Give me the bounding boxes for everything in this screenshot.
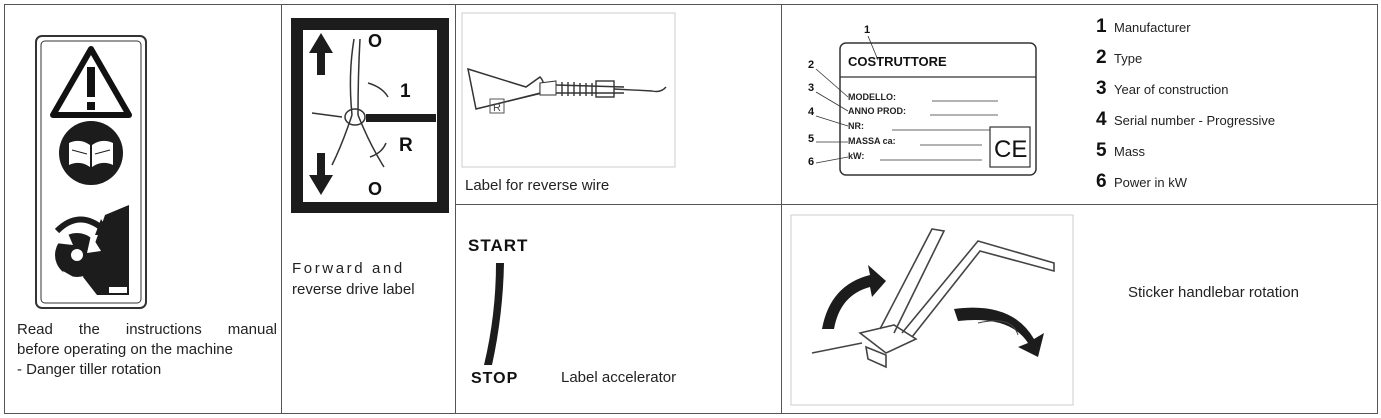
legend-number: 1 bbox=[1096, 16, 1107, 37]
arrow-up-icon bbox=[309, 33, 333, 75]
plate-title: COSTRUTTORE bbox=[848, 54, 947, 69]
reverse-wire-cell: R Label for reverse wire bbox=[456, 5, 781, 204]
plate-field-power: kW: bbox=[848, 151, 864, 161]
table-border-bottom bbox=[4, 413, 1378, 414]
legend-item: 6 Power in kW bbox=[1096, 171, 1376, 202]
accelerator-caption: Label accelerator bbox=[561, 369, 676, 386]
plate-legend: 1 Manufacturer 2 Type 3 Year of construc… bbox=[1096, 16, 1376, 202]
arrow-down-icon bbox=[309, 153, 333, 195]
legend-item: 2 Type bbox=[1096, 47, 1376, 78]
rotation-arrow-left-icon bbox=[822, 265, 886, 329]
plate-callout-lines bbox=[815, 35, 879, 164]
reverse-wire-image: R bbox=[461, 12, 676, 168]
column-divider-3 bbox=[781, 4, 782, 414]
drive-label-image: O 1 R O Forward and reverse drive label bbox=[291, 18, 449, 298]
safety-caption-line-1: Read the instructions manual bbox=[17, 321, 277, 338]
drive-label-forward: 1 bbox=[400, 81, 411, 102]
drive-label-bottom: O bbox=[368, 179, 382, 199]
identification-plate-image: COSTRUTTORE MODELLO: ANNO PROD: NR: MASS… bbox=[808, 24, 1037, 176]
plate-callout-3: 3 bbox=[808, 82, 814, 94]
drive-label-cell: O 1 R O Forward and reverse drive label bbox=[282, 5, 455, 413]
safety-caption-line-3: - Danger tiller rotation bbox=[17, 361, 162, 378]
drive-label-top: O bbox=[368, 31, 382, 51]
plate-field-mass: MASSA ca: bbox=[848, 136, 896, 146]
identification-plate-cell: COSTRUTTORE MODELLO: ANNO PROD: NR: MASS… bbox=[782, 5, 1082, 204]
plate-field-year: ANNO PROD: bbox=[848, 106, 906, 116]
accelerator-cell: START STOP Label accelerator bbox=[456, 205, 781, 413]
legend-text: Mass bbox=[1114, 144, 1146, 159]
drive-caption-line-1: Forward and bbox=[292, 260, 405, 277]
legend-item: 5 Mass bbox=[1096, 140, 1376, 171]
drive-caption-line-2: reverse drive label bbox=[292, 281, 415, 298]
handlebar-rotation-cell: Sticker handlebar rotation bbox=[782, 205, 1377, 413]
accelerator-stop-label: STOP bbox=[471, 370, 518, 387]
row-divider bbox=[455, 204, 1378, 205]
handlebar-icon bbox=[811, 228, 1055, 369]
plate-callout-5: 5 bbox=[808, 133, 814, 145]
table-border-left bbox=[4, 4, 5, 414]
handlebar-caption: Sticker handlebar rotation bbox=[1128, 284, 1299, 301]
plate-field-lines bbox=[880, 100, 998, 161]
safety-caption-line-2: before operating on the machine bbox=[17, 341, 233, 358]
legend-item: 1 Manufacturer bbox=[1096, 16, 1376, 47]
plate-callout-2: 2 bbox=[808, 59, 814, 71]
warning-triangle-icon bbox=[50, 46, 132, 118]
accelerator-image: START STOP Label accelerator bbox=[468, 236, 676, 387]
drive-label-reverse: R bbox=[399, 135, 413, 156]
column-divider-2 bbox=[455, 4, 456, 414]
legend-number: 3 bbox=[1096, 78, 1107, 99]
legend-text: Type bbox=[1114, 51, 1143, 66]
plate-callout-1: 1 bbox=[864, 24, 870, 36]
safety-sticker-cell: Read the instructions manual before oper… bbox=[5, 5, 281, 413]
tiller-rotation-icon bbox=[54, 205, 129, 295]
legend-text: Manufacturer bbox=[1114, 20, 1191, 35]
legend-text: Year of construction bbox=[1114, 82, 1229, 97]
legend-text: Power in kW bbox=[1114, 175, 1187, 190]
reverse-wire-caption: Label for reverse wire bbox=[465, 177, 610, 194]
cable-spring-icon bbox=[555, 80, 667, 98]
rotation-arrow-right-icon bbox=[954, 307, 1044, 357]
table-border-right bbox=[1377, 4, 1378, 414]
ce-mark: CE bbox=[994, 136, 1027, 163]
accelerator-start-label: START bbox=[468, 236, 528, 255]
legend-number: 6 bbox=[1096, 171, 1107, 192]
plate-callout-6: 6 bbox=[808, 156, 814, 168]
safety-sticker-image bbox=[35, 35, 147, 309]
legend-number: 5 bbox=[1096, 140, 1107, 161]
manual-book-icon bbox=[59, 121, 123, 185]
reverse-wire-tag-letter: R bbox=[493, 102, 501, 114]
legend-number: 4 bbox=[1096, 109, 1107, 130]
legend-item: 3 Year of construction bbox=[1096, 78, 1376, 109]
plate-callout-4: 4 bbox=[808, 106, 815, 118]
handlebar-rotation-image bbox=[790, 214, 1074, 406]
accelerator-wedge-icon bbox=[484, 263, 504, 365]
table-border-top bbox=[4, 4, 1378, 5]
plate-field-model: MODELLO: bbox=[848, 92, 896, 102]
plate-field-number: NR: bbox=[848, 121, 864, 131]
legend-number: 2 bbox=[1096, 47, 1107, 68]
column-divider-1 bbox=[281, 4, 282, 414]
drive-lever-icon bbox=[311, 38, 389, 168]
legend-text: Serial number - Progressive bbox=[1114, 113, 1276, 128]
legend-item: 4 Serial number - Progressive bbox=[1096, 109, 1376, 140]
safety-caption: Read the instructions manual before oper… bbox=[17, 320, 277, 380]
